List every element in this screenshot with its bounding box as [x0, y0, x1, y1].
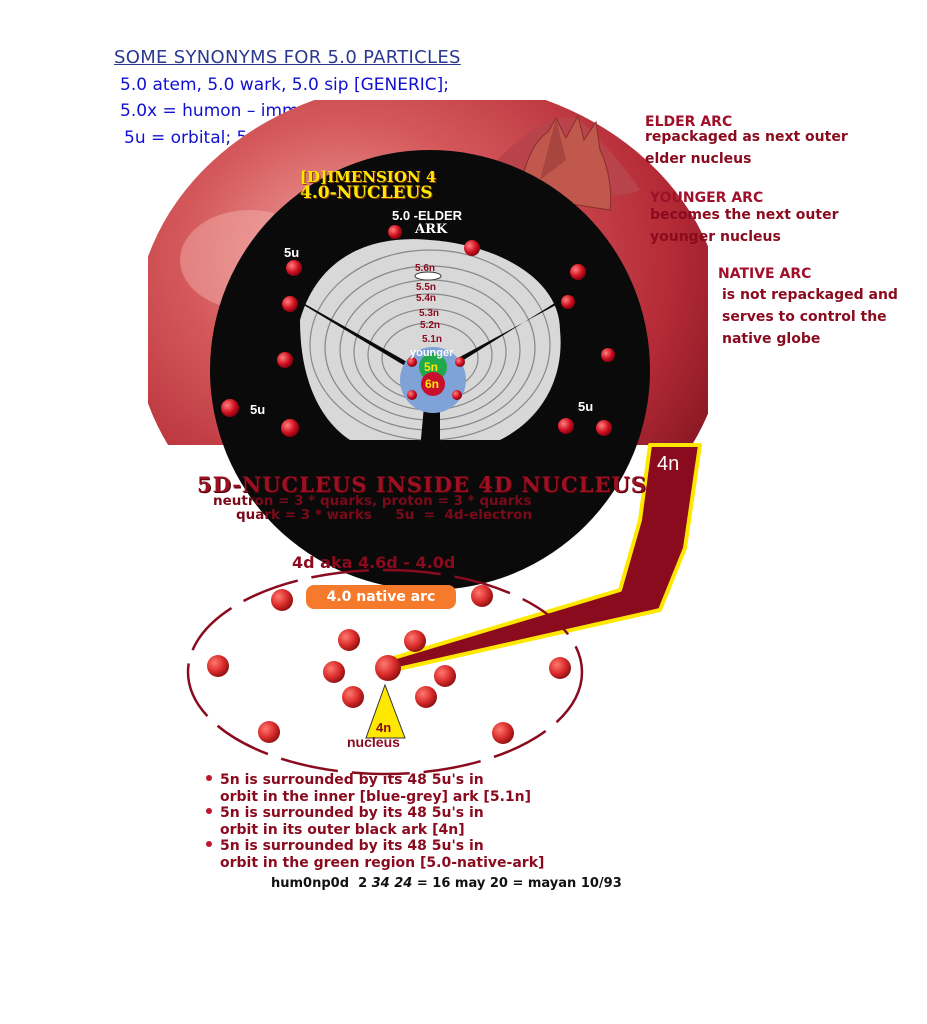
native-arc-pill: 4.0 native arc: [306, 585, 456, 609]
core-6n-label: 6n: [425, 377, 440, 391]
elder-arc-line-1: repackaged as next outer: [645, 129, 848, 145]
native-arc-heading: NATIVE ARC: [718, 266, 812, 282]
equation-line-1: neutron = 3 * quarks, proton = 3 * quark…: [213, 493, 532, 509]
heading-5d-nucleus: 5D-NUCLEUS INSIDE 4D NUCLEUS: [197, 472, 647, 497]
orbital-label-top: 5u: [284, 245, 300, 260]
elder-label: 5.0 -ELDER: [392, 208, 463, 223]
orbit-pomegranates: [207, 585, 571, 744]
equation-line-2: quark = 3 * warks 5u = 4d-electron: [236, 507, 533, 523]
elder-arc-line-2: elder nucleus: [645, 151, 752, 167]
level-5-5n: 5.5n: [416, 282, 437, 293]
native-arc-line-2: serves to control the: [722, 309, 887, 325]
core-5n-circle: [419, 353, 447, 381]
triangle-4n-label: 4n: [376, 720, 392, 735]
spoke-left: [292, 298, 430, 378]
younger-arc-line-1: becomes the next outer: [650, 207, 839, 223]
aka-label: 4d aka 4.6d - 4.0d: [292, 553, 456, 572]
synonyms-title: SOME SYNONYMS FOR 5.0 PARTICLES: [114, 47, 461, 68]
level-5-3n: 5.3n: [419, 308, 440, 319]
core-5n-label: 5n: [424, 360, 439, 374]
nucleus-triangle: [365, 683, 406, 739]
synonym-line-1: 5.0 atem, 5.0 wark, 5.0 sip [GENERIC];: [120, 75, 450, 95]
nucleus-4-label: 4.0-NUCLEUS: [300, 183, 433, 203]
bullet-item-3: 5n is surrounded by its 48 5u's in orbit…: [206, 838, 544, 872]
bullet-item-1: 5n is surrounded by its 48 5u's in orbit…: [206, 772, 531, 806]
bullet-dot: [206, 775, 212, 781]
spoke-right: [432, 296, 566, 376]
elder-arc-heading: ELDER ARC: [645, 114, 733, 130]
level-5-6n: 5.6n: [415, 263, 436, 274]
pointer-4n-label: 4n: [657, 453, 680, 475]
footer-date-line: hum0np0d 2 34 24 = 16 may 20 = mayan 10/…: [271, 876, 622, 891]
level-5-2n: 5.2n: [420, 320, 441, 331]
ark-label: ARK: [415, 222, 448, 237]
bullet-dot: [206, 841, 212, 847]
orbital-label-right: 5u: [578, 399, 594, 414]
younger-label: younger: [410, 347, 454, 359]
native-arc-line-1: is not repackaged and: [722, 287, 898, 303]
bullet-item-2: 5n is surrounded by its 48 5u's in orbit…: [206, 805, 484, 839]
level-5-4n: 5.4n: [416, 293, 437, 304]
younger-arc-line-2: younger nucleus: [650, 229, 781, 245]
orbital-label-left: 5u: [250, 402, 266, 417]
core-6n-circle: [421, 372, 445, 396]
native-arc-line-3: native globe: [722, 331, 821, 347]
younger-arc-heading: YOUNGER ARC: [650, 190, 764, 206]
level-5-1n: 5.1n: [422, 334, 443, 345]
bullet-dot: [206, 808, 212, 814]
orbit-ellipse: [186, 568, 584, 776]
ark-seeds: [221, 225, 615, 437]
dimension-label: [D]IMENSION 4: [300, 168, 437, 186]
nucleus-label: nucleus: [347, 734, 400, 750]
top-capsule: [414, 271, 442, 281]
